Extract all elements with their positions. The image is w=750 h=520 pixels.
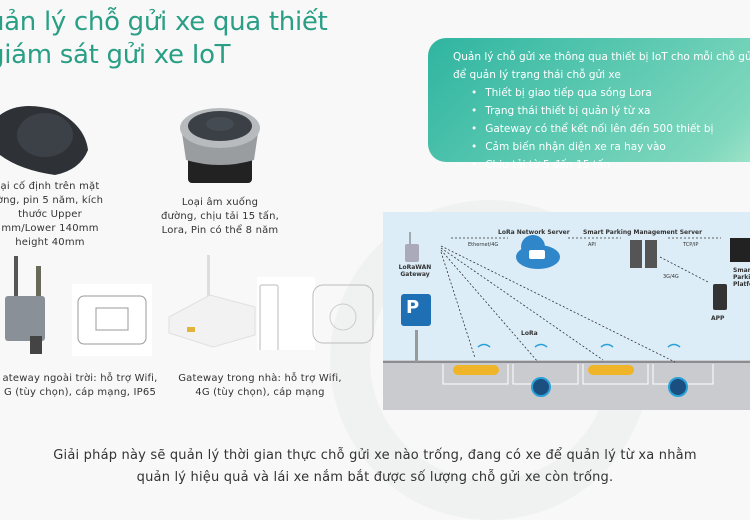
car-icon xyxy=(453,365,634,375)
parking-sign-icon xyxy=(401,294,431,362)
caption-line: height 40mm xyxy=(15,237,85,248)
parking-sign-label: P xyxy=(406,297,420,318)
embedded-sensor-caption: Loại âm xuống đường, chịu tải 15 tấn, Lo… xyxy=(145,196,295,238)
phone-icon xyxy=(713,284,727,310)
server-rack-icon xyxy=(630,240,657,268)
road xyxy=(383,360,750,410)
outdoor-gateway-image xyxy=(5,256,152,356)
ethernet-label: Ethernet/4G xyxy=(468,242,499,248)
system-diagram: P LoRaWAN Gateway LoRa Network Server Sm… xyxy=(383,212,750,410)
caption-line: mm/Lower 140mm xyxy=(1,223,99,234)
summary-text: Giải pháp này sẽ quản lý thời gian thực … xyxy=(0,445,750,489)
cell-label: 3G/4G xyxy=(663,274,679,280)
outdoor-gateway-caption: ateway ngoài trời: hỗ trợ Wifi, G (tùy c… xyxy=(0,372,170,400)
info-intro: Quản lý chỗ gửi xe thông qua thiết bị Io… xyxy=(453,51,750,81)
info-bullets: Thiết bị giao tiếp qua sóng Lora Trạng t… xyxy=(471,84,750,174)
bullet: Cảm biến nhận diện xe ra hay vào xyxy=(471,138,750,156)
caption-line: thước Upper xyxy=(18,209,82,220)
caption-line: 4G (tùy chọn), cáp mạng xyxy=(195,387,325,398)
gateway-icon xyxy=(405,232,419,262)
caption-line: Loại âm xuống xyxy=(181,197,259,208)
gateway-label: LoRaWAN Gateway xyxy=(398,264,432,278)
embedded-sensor-image xyxy=(180,108,260,183)
summary-line-1: Giải pháp này sẽ quản lý thời gian thực … xyxy=(53,448,697,463)
surface-sensor-image xyxy=(0,106,88,175)
caption-line: G (tùy chọn), cáp mạng, IP65 xyxy=(3,387,157,398)
bullet: Chịu tải từ 5 đến 15 tấn xyxy=(471,156,750,174)
indoor-gateway-caption: Gateway trong nhà: hỗ trợ Wifi, 4G (tùy … xyxy=(165,372,355,400)
app-label: APP xyxy=(711,315,725,322)
platform-label: Smart Parking Platform xyxy=(733,267,750,288)
caption-line: đường, chịu tải 15 tấn, xyxy=(160,211,280,222)
api-label: API xyxy=(588,242,596,248)
network-server-label: LoRa Network Server xyxy=(498,229,570,236)
tcpip-label: TCP/IP xyxy=(683,242,699,248)
info-box: Quản lý chỗ gửi xe thông qua thiết bị Io… xyxy=(428,38,750,171)
sensor-icon xyxy=(531,377,688,397)
diagram-graphics xyxy=(383,232,750,410)
caption-line: ờng, pin 5 năm, kích xyxy=(0,195,104,206)
caption-line: Gateway trong nhà: hỗ trợ Wifi, xyxy=(178,373,342,384)
indoor-gateway-image xyxy=(168,255,374,350)
monitor-icon xyxy=(730,238,750,262)
wifi-icon xyxy=(477,343,681,348)
surface-sensor-caption: ại cố định trên mặt ờng, pin 5 năm, kích… xyxy=(0,180,110,250)
lora-label: LoRa xyxy=(521,330,538,337)
page-title: uản lý chỗ gửi xe qua thiết giám sát gửi… xyxy=(0,6,328,72)
title-line-1: uản lý chỗ gửi xe qua thiết xyxy=(0,7,328,37)
bullet: Trạng thái thiết bị quản lý từ xa xyxy=(471,102,750,120)
management-server-label: Smart Parking Management Server xyxy=(583,229,703,236)
summary-line-2: quản lý hiệu quả và lái xe nắm bắt được … xyxy=(136,470,614,485)
caption-line: ateway ngoài trời: hỗ trợ Wifi, xyxy=(2,373,158,384)
bullet: Gateway có thể kết nối lên đến 500 thiết… xyxy=(471,120,750,138)
title-line-2: giám sát gửi xe IoT xyxy=(0,40,231,70)
caption-line: ại cố định trên mặt xyxy=(0,181,100,192)
cloud-server-icon xyxy=(516,235,560,269)
bullet: Thiết bị giao tiếp qua sóng Lora xyxy=(471,84,750,102)
caption-line: Lora, Pin có thể 8 năm xyxy=(161,225,279,236)
